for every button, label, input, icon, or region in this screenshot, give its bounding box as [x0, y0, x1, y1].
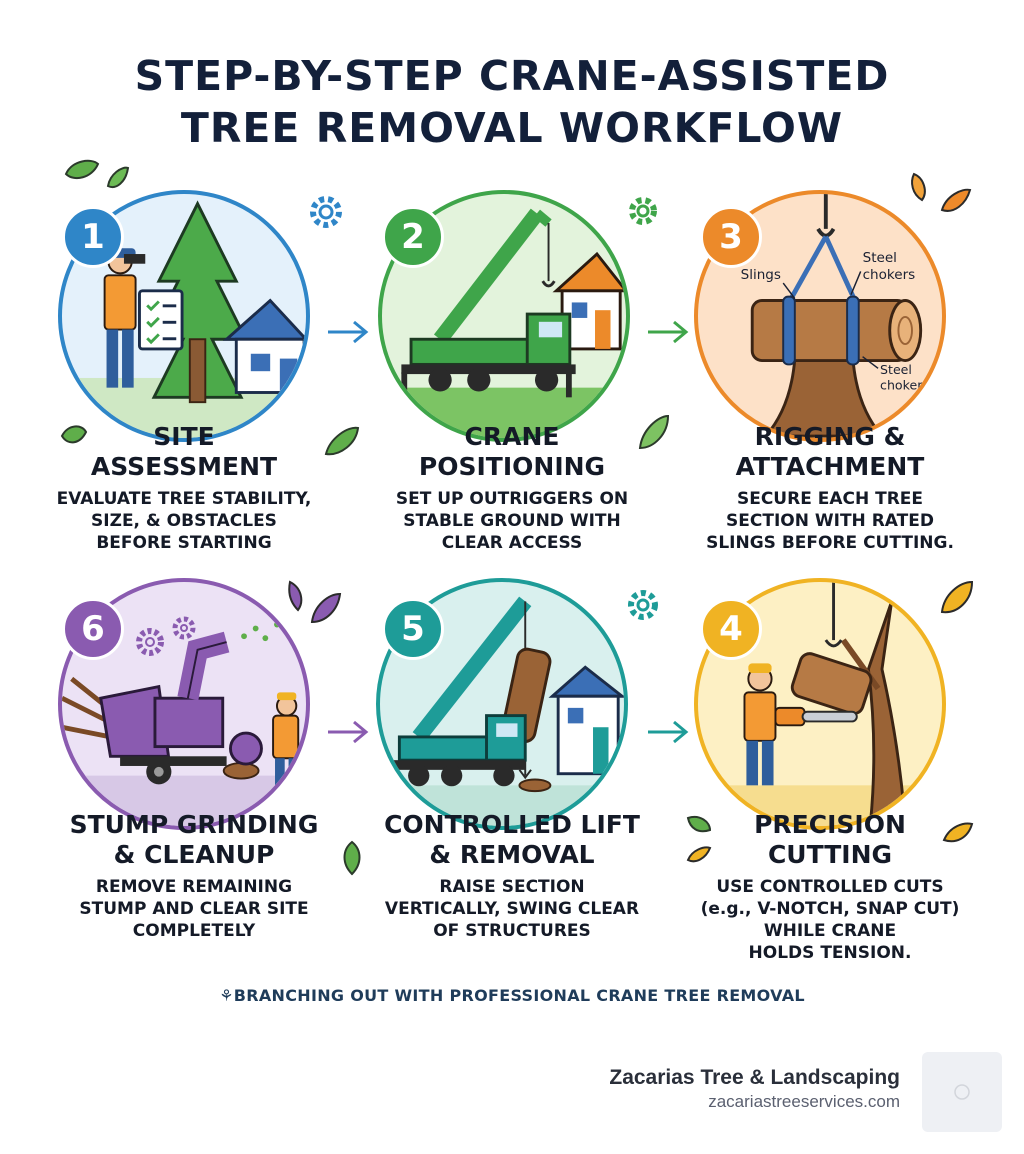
page-title: STEP-BY-STEP CRANE-ASSISTED TREE REMOVAL… [0, 50, 1024, 154]
step-6-title: STUMP GRINDING & CLEANUP [69, 810, 319, 869]
step-3-description: SECURE EACH TREE SECTION WITH RATED SLIN… [706, 489, 954, 553]
gear-icon [629, 197, 657, 225]
step-5-title: CONTROLLED LIFT & REMOVAL [384, 810, 640, 869]
step-2-badge: 2 [382, 206, 444, 268]
step-3-title: RIGGING & ATTACHMENT [735, 422, 925, 481]
title-line-1: STEP-BY-STEP CRANE-ASSISTED [134, 52, 890, 100]
step-2-title: CRANE POSITIONING [418, 422, 606, 481]
arrow-right-icon [648, 320, 689, 344]
step-6-description: REMOVE REMAINING STUMP AND CLEAR SITE CO… [79, 877, 309, 941]
sling-label: Slings [741, 267, 781, 283]
step-2-description: SET UP OUTRIGGERS ON STABLE GROUND WITH … [395, 489, 629, 553]
step-1-title: SITE ASSESSMENT [90, 422, 278, 481]
step-5-badge: 5 [382, 598, 444, 660]
step-1-badge: 1 [62, 206, 124, 268]
arrow-right-icon [648, 720, 689, 744]
title-line-2: TREE REMOVAL WORKFLOW [180, 104, 844, 152]
step-4-title: PRECISION CUTTING [754, 810, 906, 869]
steel-chokers-label-line-1: Steel [863, 250, 897, 266]
leaf-icon [60, 425, 360, 456]
step-6-badge: 6 [62, 598, 124, 660]
brand-name: Zacarias Tree & Landscaping [609, 1066, 900, 1089]
brand-url: zacariastreeservices.com [708, 1092, 900, 1111]
steel-choker-label-line-1: Steel [880, 362, 912, 377]
leaf-icon [638, 414, 670, 450]
step-5-description: RAISE SECTION VERTICALLY, SWING CLEAR OF… [384, 877, 640, 941]
arrow-right-icon [328, 320, 369, 344]
gear-icon [136, 616, 196, 656]
arrow-right-icon [328, 720, 369, 744]
step-4-description: USE CONTROLLED CUTS (e.g., V-NOTCH, SNAP… [700, 877, 960, 963]
steel-choker-label-line-2: choker [880, 378, 923, 393]
step-3-badge: 3 [700, 206, 762, 268]
brand-logo [922, 1052, 1002, 1132]
step-3-illustration: Slings Steel chokers Steel choker [694, 190, 946, 442]
steel-chokers-label-line-2: chokers [863, 267, 916, 283]
leaf-icon [64, 159, 130, 188]
leaf-icon [911, 172, 972, 212]
logo-icon [954, 1084, 970, 1100]
step-1-description: EVALUATE TREE STABILITY, SIZE, & OBSTACL… [56, 489, 312, 553]
leaf-icon [288, 580, 342, 624]
gear-icon [310, 196, 342, 228]
leaf-icon [343, 840, 361, 876]
tagline: ⚘BRANCHING OUT WITH PROFESSIONAL CRANE T… [219, 986, 805, 1005]
gear-icon [628, 590, 658, 620]
leaf-icon [686, 816, 974, 863]
leaf-icon [940, 580, 974, 614]
step-4-badge: 4 [700, 598, 762, 660]
